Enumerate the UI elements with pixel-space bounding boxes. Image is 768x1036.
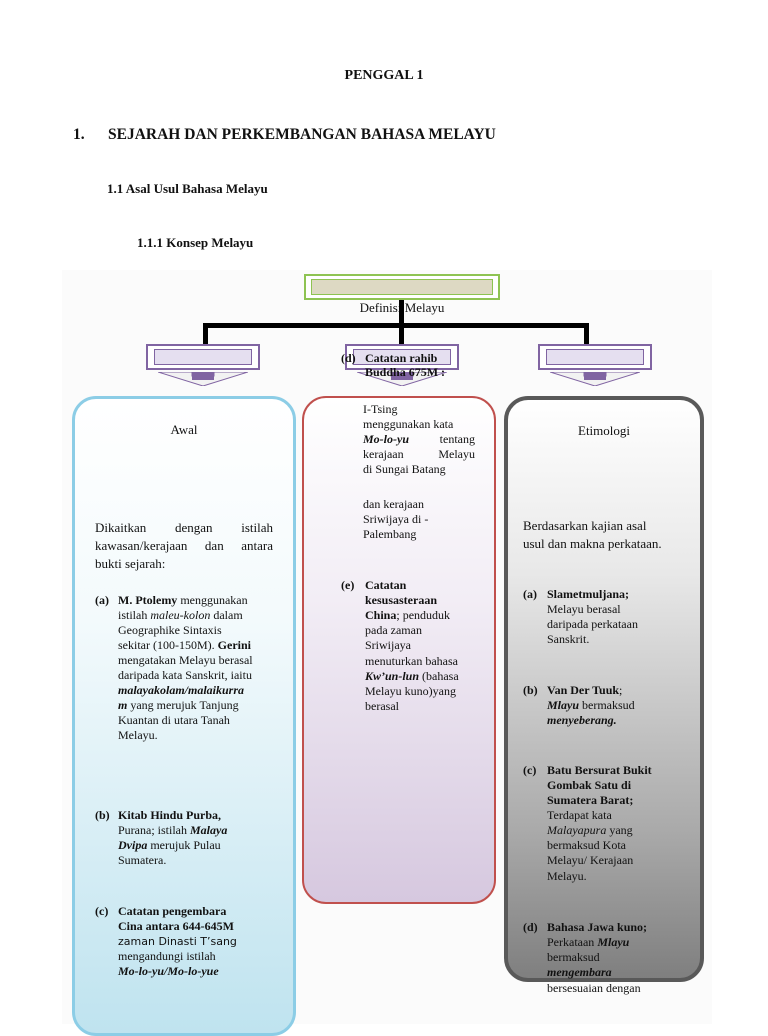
awal-c-line-4: mengandungi istilah	[118, 949, 216, 963]
awal-a-line-1: M. Ptolemy menggunakan	[118, 593, 248, 607]
awal-a-line-6: daripada kata Sanskrit, iaitu	[118, 668, 252, 682]
mid-e-label: (e)	[341, 578, 355, 592]
mid-d-line-7: Sriwijaya di -	[363, 512, 429, 526]
awal-a-label: (a)	[95, 593, 109, 607]
subsection-heading: 1.1 Asal Usul Bahasa Melayu	[107, 181, 268, 196]
eti-c-title-2: Gombak Satu di	[547, 778, 632, 792]
connector-left	[203, 323, 208, 344]
eti-a-label: (a)	[523, 587, 537, 601]
awal-header-box	[146, 344, 260, 370]
awal-b-line-3: Dvipa merujuk Pulau	[118, 838, 221, 852]
eti-c-line-1: Terdapat kata	[547, 808, 612, 822]
awal-b-line-4: Sumatera.	[118, 853, 167, 867]
etimologi-title: Etimologi	[578, 423, 630, 438]
mid-e-title-3: China; penduduk	[365, 608, 451, 622]
mid-e-line-1: pada zaman	[365, 623, 422, 637]
mid-d-line-5: di Sungai Batang	[363, 462, 446, 476]
connector-right	[584, 323, 589, 344]
mid-d-line-1: I-Tsing	[363, 402, 398, 416]
awal-title: Awal	[170, 422, 198, 437]
etimologi-column	[504, 396, 704, 982]
awal-c-line-3: zaman Dinasti T’sang	[118, 935, 237, 948]
mid-e-title-1: Catatan	[365, 578, 407, 592]
awal-a-line-4: sekitar (100-150M). Gerini	[118, 638, 251, 652]
eti-c-line-2: Malayapura yang	[547, 823, 633, 837]
eti-b-title: Van Der Tuuk;	[547, 683, 623, 697]
eti-c-title-1: Batu Bersurat Bukit	[547, 763, 652, 777]
mid-e-line-4: Kw’un-lun (bahasa	[365, 669, 459, 683]
awal-c-line-5: Mo-lo-yu/Mo-lo-yue	[118, 964, 219, 978]
mid-d-line-3: Mo-lo-yu tentang	[363, 432, 475, 446]
awal-c-line-1: Catatan pengembara	[118, 904, 227, 918]
penggal-heading: PENGGAL 1	[344, 68, 424, 83]
awal-c-line-2: Cina antara 644-645M	[118, 919, 234, 933]
eti-b-line-2: menyeberang.	[547, 713, 617, 727]
eti-d-line-3: mengembara	[547, 965, 612, 979]
awal-b-label: (b)	[95, 808, 110, 822]
eti-b-line-1: Mlayu bermaksud	[547, 698, 635, 712]
mid-e-line-3: menuturkan bahasa	[365, 654, 458, 668]
awal-intro-2: kawasan/kerajaan dan antara	[95, 538, 273, 553]
eti-c-line-5: Melayu.	[547, 869, 587, 883]
connector-horizontal	[203, 323, 589, 328]
middle-column	[302, 396, 496, 904]
root-box	[304, 274, 500, 300]
awal-a-line-3: Geographike Sintaxis	[118, 623, 222, 637]
awal-column	[72, 396, 296, 1036]
awal-intro-1: Dikaitkan dengan istilah	[95, 520, 273, 535]
mid-d-line-8: Palembang	[363, 527, 417, 541]
awal-b-line-2: Purana; istilah Malaya	[118, 823, 228, 837]
eti-c-line-4: Melayu/ Kerajaan	[547, 853, 634, 867]
connector-vertical-root	[399, 300, 404, 362]
eti-d-label: (d)	[523, 920, 538, 934]
mid-chevron-icon	[357, 372, 447, 386]
etimologi-header-box	[538, 344, 652, 370]
eti-d-line-2: bermaksud	[547, 950, 600, 964]
eti-b-label: (b)	[523, 683, 538, 697]
mid-e-line-6: berasal	[365, 699, 399, 713]
awal-b-line-1: Kitab Hindu Purba,	[118, 808, 222, 822]
etimologi-intro-2: usul dan makna perkataan.	[523, 536, 662, 551]
awal-c-label: (c)	[95, 904, 109, 918]
awal-a-line-10: Melayu.	[118, 728, 158, 742]
awal-intro-3: bukti sejarah:	[95, 556, 166, 571]
awal-a-line-5: mengatakan Melayu berasal	[118, 653, 253, 667]
section-title: SEJARAH DAN PERKEMBANGAN BAHASA MELAYU	[108, 126, 496, 143]
eti-d-line-4: bersesuaian dengan	[547, 981, 641, 995]
subsubsection-heading: 1.1.1 Konsep Melayu	[137, 235, 254, 250]
mid-d-title-2: Buddha 675M :	[365, 365, 446, 379]
mid-d-line-4: kerajaan Melayu	[363, 447, 475, 461]
etimologi-intro-1: Berdasarkan kajian asal	[523, 518, 647, 533]
eti-a-line-2: daripada perkataan	[547, 617, 638, 631]
mid-e-line-2: Sriwijaya	[365, 638, 411, 652]
mid-d-label: (d)	[341, 351, 356, 365]
eti-d-line-1: Perkataan Mlayu	[547, 935, 630, 949]
awal-a-line-8: m yang merujuk Tanjung	[118, 698, 239, 712]
awal-chevron-icon	[158, 372, 248, 386]
mid-header-box	[345, 344, 459, 370]
mid-d-line-2: menggunakan kata	[363, 417, 454, 431]
awal-a-line-2: istilah maleu-kolon dalam	[118, 608, 243, 622]
section-number: 1.	[73, 126, 85, 143]
eti-c-line-3: bermaksud Kota	[547, 838, 626, 852]
eti-a-line-3: Sanskrit.	[547, 632, 590, 646]
mid-d-line-6: dan kerajaan	[363, 497, 424, 511]
etimologi-chevron-icon	[550, 372, 640, 386]
mid-d-title-1: Catatan rahib	[365, 351, 438, 365]
awal-a-line-7: malayakolam/malaikurra	[118, 683, 245, 697]
eti-a-title: Slametmuljana;	[547, 587, 629, 601]
awal-a-line-9: Kuantan di utara Tanah	[118, 713, 230, 727]
eti-c-title-3: Sumatera Barat;	[547, 793, 634, 807]
eti-d-title: Bahasa Jawa kuno;	[547, 920, 648, 934]
mid-e-line-5: Melayu kuno)yang	[365, 684, 456, 698]
eti-c-label: (c)	[523, 763, 537, 777]
mid-e-title-2: kesusasteraan	[365, 593, 438, 607]
eti-a-line-1: Melayu berasal	[547, 602, 621, 616]
